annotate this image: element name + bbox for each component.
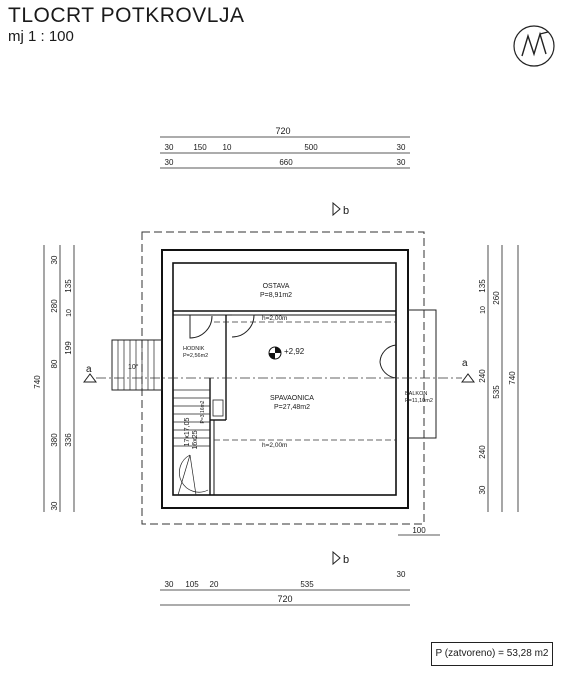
room-balkon-area: P=11,10m2 <box>405 398 433 404</box>
dim-bottom-1: 30 <box>165 580 174 589</box>
dim-left-3: 80 <box>50 359 59 368</box>
room-spavaonica-name: SPAVAONICA <box>270 395 314 402</box>
dim-bottom-5: 30 <box>397 570 406 579</box>
north-arrow-icon <box>513 25 555 67</box>
dim-left-total: 740 <box>33 375 42 389</box>
dim-top-inner-1: 30 <box>165 158 174 167</box>
dim-right-c1-4: 240 <box>478 445 487 459</box>
section-b-top: b <box>343 205 349 217</box>
dim-right-c2-1: 260 <box>492 291 501 305</box>
dim-left-5: 30 <box>50 501 59 510</box>
dim-bottom-total: 720 <box>277 594 292 604</box>
dim-right-c1-1: 135 <box>478 279 487 293</box>
dim-bottom-3: 20 <box>210 580 219 589</box>
dim-top-2: 150 <box>193 143 207 152</box>
dim-right-c1-3: 240 <box>478 369 487 383</box>
room-balkon-name: BALKON <box>405 391 427 397</box>
stair-label-2: 16x25 <box>192 430 199 449</box>
dim-left-c2-4: 336 <box>64 433 73 447</box>
balcony <box>407 309 437 439</box>
roof-slope: 10° <box>128 363 139 371</box>
dim-right-c2-2: 535 <box>492 385 501 399</box>
dim-right-c1-2: 10 <box>480 306 487 314</box>
dim-left-1: 30 <box>50 255 59 264</box>
dim-left-c2-1: 135 <box>64 279 73 293</box>
dim-top-5: 30 <box>397 143 406 152</box>
dim-left-c2-3: 199 <box>64 341 73 355</box>
drawing-scale: mj 1 : 100 <box>8 28 74 45</box>
room-hodnik-area: P=2,56m2 <box>183 353 208 359</box>
section-b-bottom: b <box>343 554 349 566</box>
dim-top-total: 720 <box>275 126 290 136</box>
dim-balcony-width: 100 <box>412 526 426 535</box>
dim-top-1: 30 <box>165 143 174 152</box>
dim-bottom-2: 105 <box>185 580 199 589</box>
stair-label: 17x17,05 <box>184 417 191 446</box>
dim-bottom-4: 535 <box>300 580 314 589</box>
dim-top-inner-3: 30 <box>397 158 406 167</box>
room-spavaonica-area: P=27,48m2 <box>274 404 310 411</box>
dim-right-c1-5: 30 <box>478 485 487 494</box>
height-bottom: h=2,00m <box>262 442 287 449</box>
section-a-left: a <box>86 364 92 375</box>
level-mark: +2,92 <box>284 347 305 356</box>
dim-top-3: 10 <box>223 143 232 152</box>
dim-top-4: 500 <box>304 143 318 152</box>
room-ostava-name: OSTAVA <box>263 283 290 290</box>
dim-left-4: 380 <box>50 433 59 447</box>
stair-area: P=3,16m2 <box>200 400 206 423</box>
room-hodnik-name: HODNIK <box>183 346 205 352</box>
inner-wall <box>172 262 397 496</box>
dim-left-c2-2: 10 <box>66 309 73 317</box>
height-top: h=2,00m <box>262 315 287 322</box>
drawing-title: TLOCRT POTKROVLJA <box>8 4 245 27</box>
dim-top-inner-2: 660 <box>279 158 293 167</box>
section-a-right: a <box>462 358 468 369</box>
closed-area-total: P (zatvoreno) = 53,28 m2 <box>431 642 553 666</box>
dim-left-2: 280 <box>50 299 59 313</box>
dim-right-total: 740 <box>508 371 517 385</box>
room-ostava-area: P=8,91m2 <box>260 292 292 299</box>
